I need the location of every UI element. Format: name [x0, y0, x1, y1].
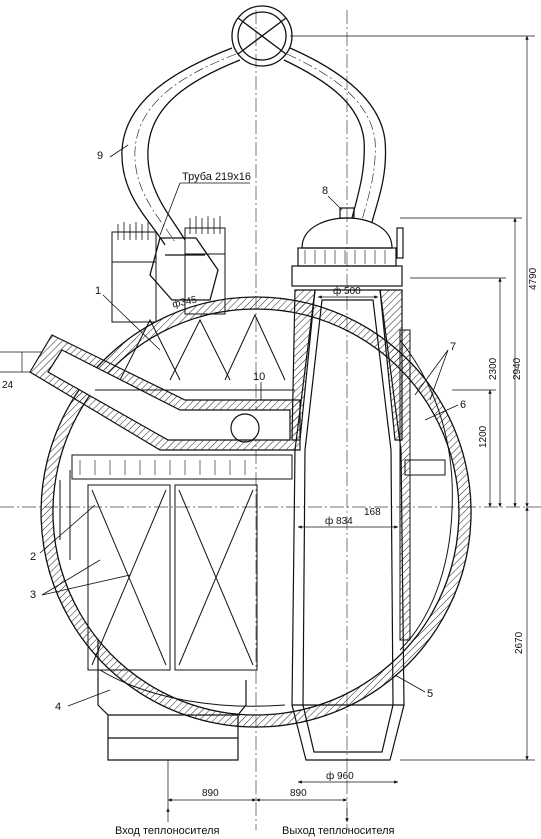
dim-h2670: 2670 [514, 631, 525, 654]
leader-lines [39, 144, 459, 707]
internal-chamber [59, 313, 453, 707]
callout-3: 3 [30, 589, 36, 601]
dim-d24: 24 [2, 380, 14, 391]
dim-h4790: 4790 [528, 267, 539, 290]
callout-5: 5 [427, 688, 433, 700]
inlet-label: Вход теплоносителя [115, 825, 220, 837]
dim-w890b: 890 [290, 788, 307, 799]
pipe-label: Труба 219х16 [182, 171, 251, 183]
callout-9: 9 [97, 150, 103, 162]
dim-d168: 168 [364, 507, 381, 518]
dim-d834: ф 834 [325, 515, 353, 527]
dim-h1200: 1200 [478, 425, 489, 448]
dim-d345: ф345 [171, 294, 198, 311]
dim-d500: ф 500 [333, 285, 361, 297]
callout-2: 2 [30, 551, 36, 563]
dim-w890a: 890 [202, 788, 219, 799]
callout-7: 7 [450, 341, 456, 353]
callout-8: 8 [322, 185, 328, 197]
dim-h2940: 2940 [512, 357, 523, 380]
dim-d960: ф 960 [326, 770, 354, 782]
callout-4: 4 [55, 701, 61, 713]
callouts: 1 2 3 4 5 6 7 8 9 10 [30, 150, 466, 713]
callout-6: 6 [460, 399, 466, 411]
inclined-nozzle [29, 334, 301, 451]
outlet-label: Выход теплоносителя [282, 825, 395, 837]
collector-pipe [121, 5, 387, 301]
callout-10: 10 [253, 371, 265, 383]
dimension-lines [0, 35, 535, 823]
dim-h2300: 2300 [488, 357, 499, 380]
callout-1: 1 [95, 285, 101, 297]
outlet-column [291, 207, 405, 761]
